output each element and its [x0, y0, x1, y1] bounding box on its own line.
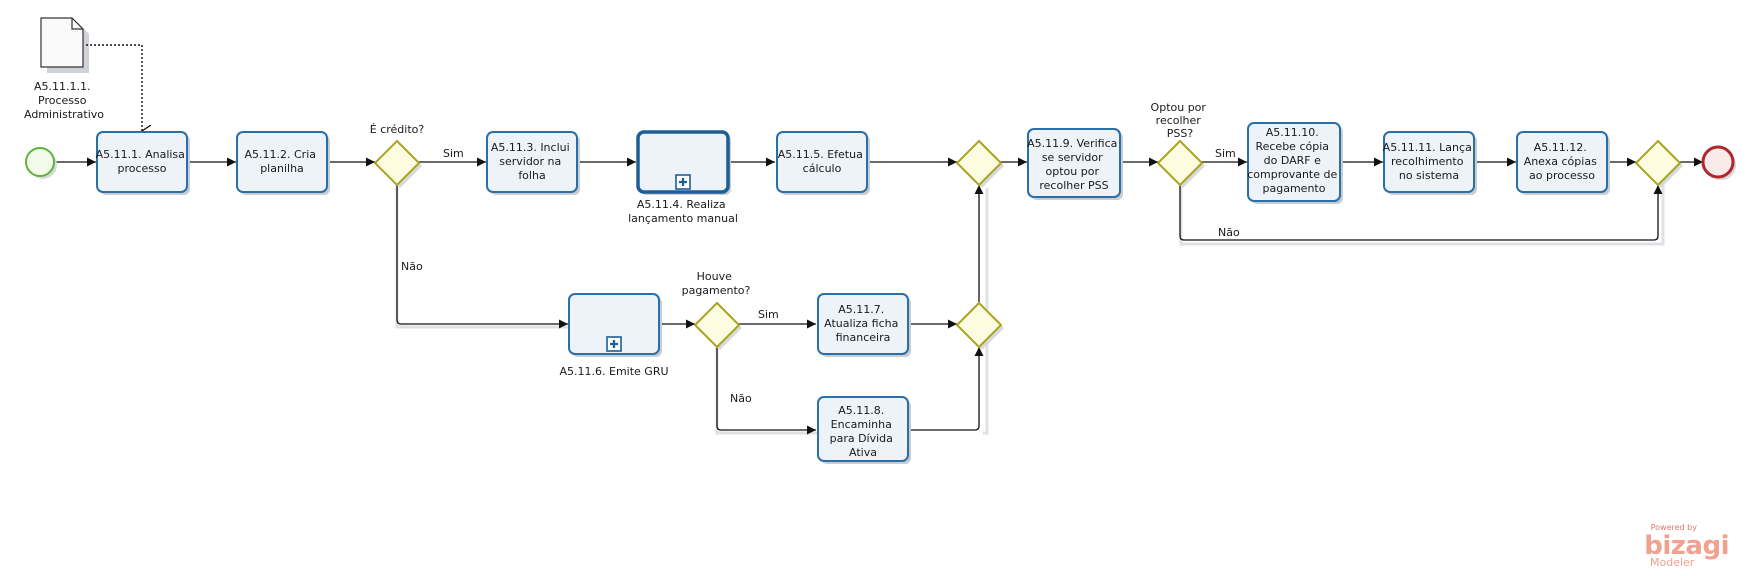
task-t2-cria-planilha[interactable]: A5.11.2. Cria planilha — [236, 131, 330, 195]
gateway-houve-pagamento[interactable]: Houve pagamento? — [682, 270, 751, 350]
gateway-e-credito[interactable]: É crédito? — [370, 123, 425, 188]
task-label: A5.11.5. Efetua cálculo — [778, 148, 867, 175]
task-t8-encaminha-divida-ativa[interactable]: A5.11.8. Encaminha para Dívida Ativa — [817, 396, 911, 464]
gateway-optou-recolher-pss[interactable]: Optou por recolher PSS? — [1151, 101, 1210, 188]
subprocess-plus-icon — [675, 174, 691, 190]
task-label: A5.11.8. Encaminha para Dívida Ativa — [830, 404, 897, 459]
task-t9-verifica-pss[interactable]: A5.11.9. Verifica se servidor optou por … — [1027, 128, 1123, 200]
task-t12-anexa-copias[interactable]: A5.11.12. Anexa cópias ao processo — [1516, 131, 1610, 195]
task-t11-lanca-recolhimento[interactable]: A5.11.11. Lança recolhimento no sistema — [1383, 131, 1477, 195]
powered-by-text: Powered by — [1651, 523, 1698, 532]
task-label: A5.11.11. Lança recolhimento no sistema — [1383, 141, 1476, 182]
gateway-merge-2[interactable] — [955, 301, 1004, 350]
flow-g3-no-to-gmerge3 — [1179, 184, 1663, 241]
flow-label-g3-no: Não — [1218, 226, 1240, 239]
task-t1-analisa-processo[interactable]: A5.11.1. Analisa processo — [96, 131, 190, 195]
task-label: A5.11.12. Anexa cópias ao processo — [1524, 141, 1601, 182]
task-t7-atualiza-ficha[interactable]: A5.11.7. Atualiza ficha financeira — [817, 293, 911, 357]
task-label: A5.11.1. Analisa processo — [96, 148, 189, 175]
flow-g2-no-to-t8 — [716, 346, 816, 435]
task-label: A5.11.3. Inclui servidor na folha — [491, 141, 573, 182]
start-event[interactable] — [25, 147, 57, 179]
gateway-question: É crédito? — [370, 123, 425, 136]
flow-label-g1-yes: Sim — [443, 147, 464, 160]
flow-label-g1-no: Não — [401, 260, 423, 273]
task-t3-inclui-servidor[interactable]: A5.11.3. Inclui servidor na folha — [486, 131, 580, 195]
task-t5-efetua-calculo[interactable]: A5.11.5. Efetua cálculo — [776, 131, 870, 195]
subprocess-t6-emite-gru[interactable]: A5.11.6. Emite GRU — [559, 293, 669, 378]
flow-t8-to-gmerge2 — [908, 347, 984, 431]
task-label: A5.11.9. Verifica se servidor optou por … — [1027, 137, 1121, 192]
association-document-to-task — [86, 44, 142, 131]
brand-product: Modeler — [1650, 556, 1695, 569]
sequence-flows — [56, 157, 1703, 435]
task-t10-recebe-copia-darf[interactable]: A5.11.10. Recebe cópia do DARF e comprov… — [1247, 122, 1343, 204]
task-label: A5.11.2. Cria planilha — [244, 148, 319, 175]
gateway-merge-3[interactable] — [1634, 139, 1683, 188]
subprocess-plus-icon — [606, 336, 622, 352]
brand-name: bizagi — [1644, 531, 1729, 561]
flow-label-g3-yes: Sim — [1215, 147, 1236, 160]
end-event[interactable] — [1701, 145, 1736, 180]
document-label: A5.11.1.1. Processo Administrativo — [24, 80, 104, 121]
flow-g1-no-to-t6 — [396, 184, 568, 329]
bizagi-logo: Powered by bizagi Modeler — [1644, 523, 1729, 569]
flow-label-g2-yes: Sim — [758, 308, 779, 321]
flow-label-g2-no: Não — [730, 392, 752, 405]
document-processo-administrativo[interactable]: A5.11.1.1. Processo Administrativo — [24, 17, 104, 121]
task-label: A5.11.4. Realiza lançamento manual — [628, 198, 738, 225]
task-label: A5.11.10. Recebe cópia do DARF e comprov… — [1247, 126, 1341, 195]
gateway-question: Optou por recolher PSS? — [1151, 101, 1210, 140]
gateway-question: Houve pagamento? — [682, 270, 751, 297]
task-label: A5.11.7. Atualiza ficha financeira — [824, 303, 902, 344]
gateway-merge-1[interactable] — [955, 139, 1004, 188]
subprocess-t4-realiza-lancamento[interactable]: A5.11.4. Realiza lançamento manual — [628, 130, 738, 225]
task-label: A5.11.6. Emite GRU — [559, 365, 668, 378]
